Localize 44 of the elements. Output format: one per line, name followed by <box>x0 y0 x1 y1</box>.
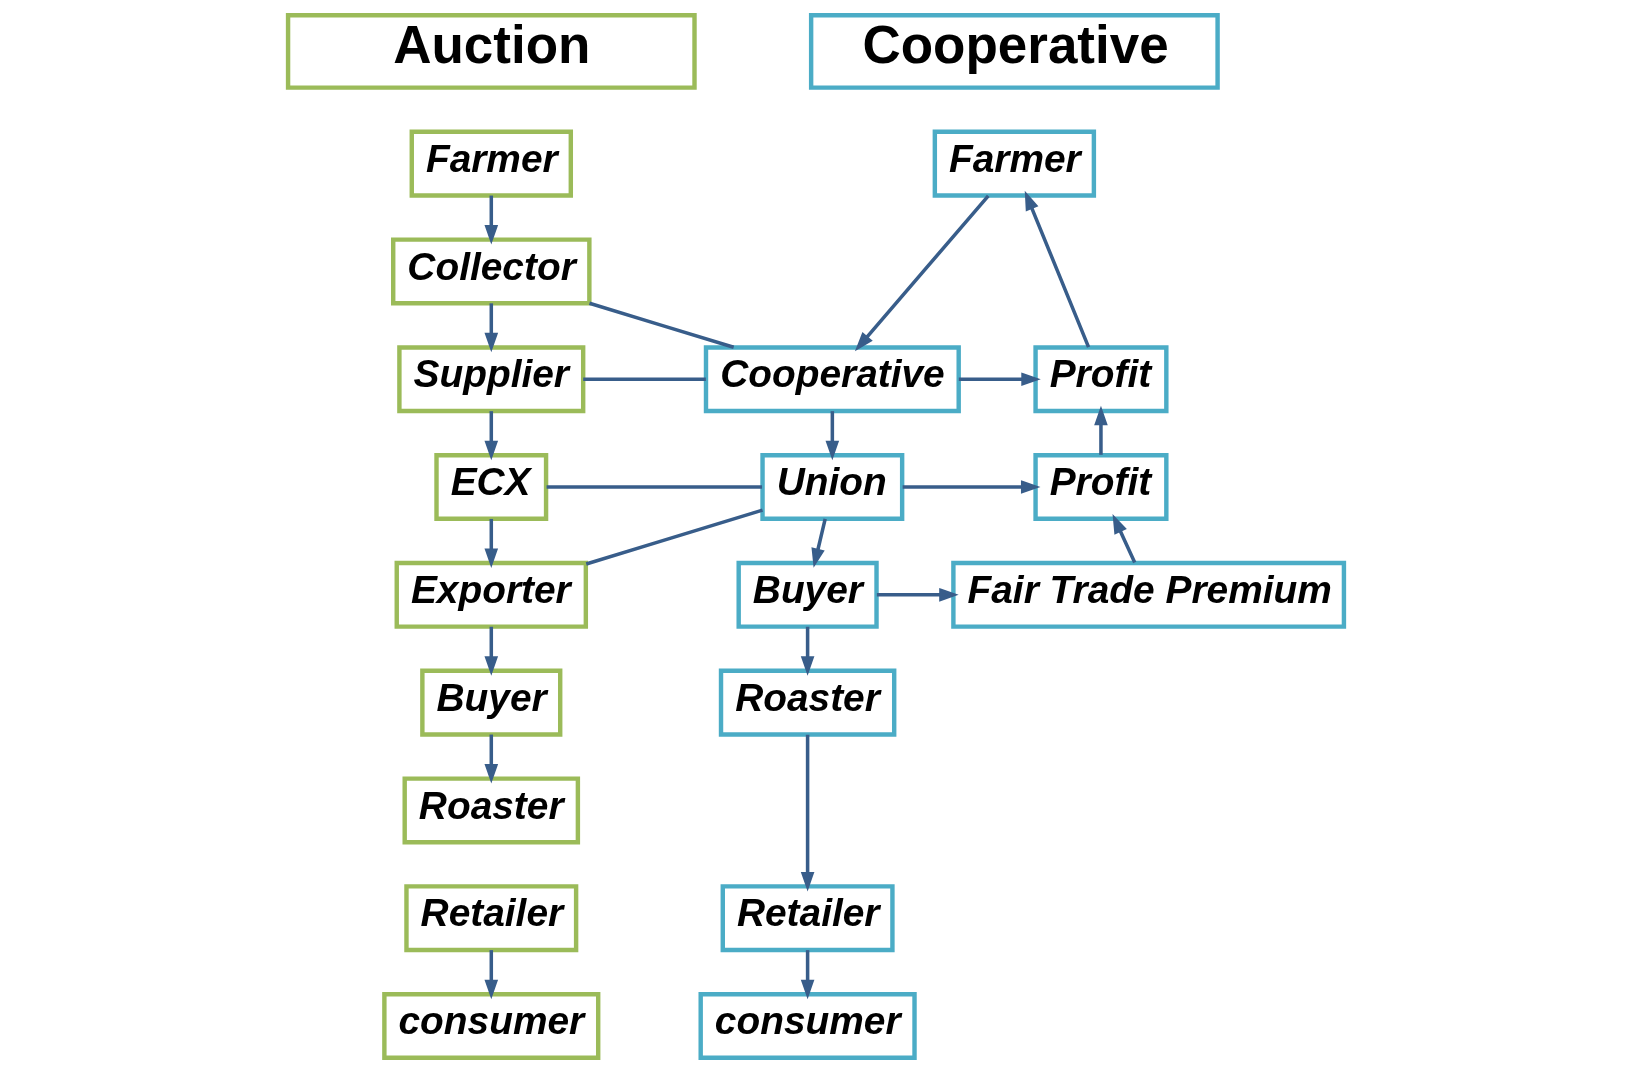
node-box: Farmer <box>409 129 573 198</box>
arrow <box>854 194 990 352</box>
arrow <box>484 950 499 1000</box>
connector <box>546 485 762 489</box>
node-box: Cooperative <box>808 13 1220 90</box>
arrow <box>800 950 815 1000</box>
node-box: consumer <box>698 992 917 1060</box>
arrow <box>1024 190 1091 348</box>
arrow <box>825 411 840 461</box>
arrow <box>958 372 1041 387</box>
node-box: Supplier <box>397 345 586 414</box>
node-box: Fair Trade Premium <box>951 560 1347 629</box>
node-box: Union <box>760 453 905 522</box>
arrow <box>876 588 959 602</box>
node-box: Profit <box>1033 345 1169 414</box>
arrow <box>484 626 499 676</box>
node-box: Buyer <box>420 668 563 737</box>
arrow <box>1112 514 1137 564</box>
node-box: Collector <box>391 237 592 306</box>
node-box: Farmer <box>932 129 1097 198</box>
arrow <box>800 734 815 892</box>
arrow <box>484 195 499 245</box>
connector <box>588 301 735 349</box>
node-box: Roaster <box>718 668 897 737</box>
arrow <box>484 734 499 784</box>
node-box: Buyer <box>736 560 879 629</box>
arrow <box>800 626 815 676</box>
node-box: Exporter <box>394 560 589 629</box>
node-box: Retailer <box>720 884 895 953</box>
arrow <box>484 411 499 461</box>
node-box: ECX <box>434 453 549 522</box>
node-box: Profit <box>1033 453 1169 522</box>
node-box: Cooperative <box>703 345 961 414</box>
arrow <box>1094 405 1108 455</box>
arrow <box>902 480 1041 494</box>
node-box: consumer <box>382 992 601 1060</box>
node-box: Retailer <box>404 884 579 953</box>
node-box: Roaster <box>402 776 581 845</box>
connector <box>585 508 764 566</box>
node-box: Auction <box>285 13 697 90</box>
arrow <box>811 518 827 568</box>
arrow <box>484 303 499 353</box>
connector <box>583 377 706 381</box>
arrow <box>484 518 499 568</box>
